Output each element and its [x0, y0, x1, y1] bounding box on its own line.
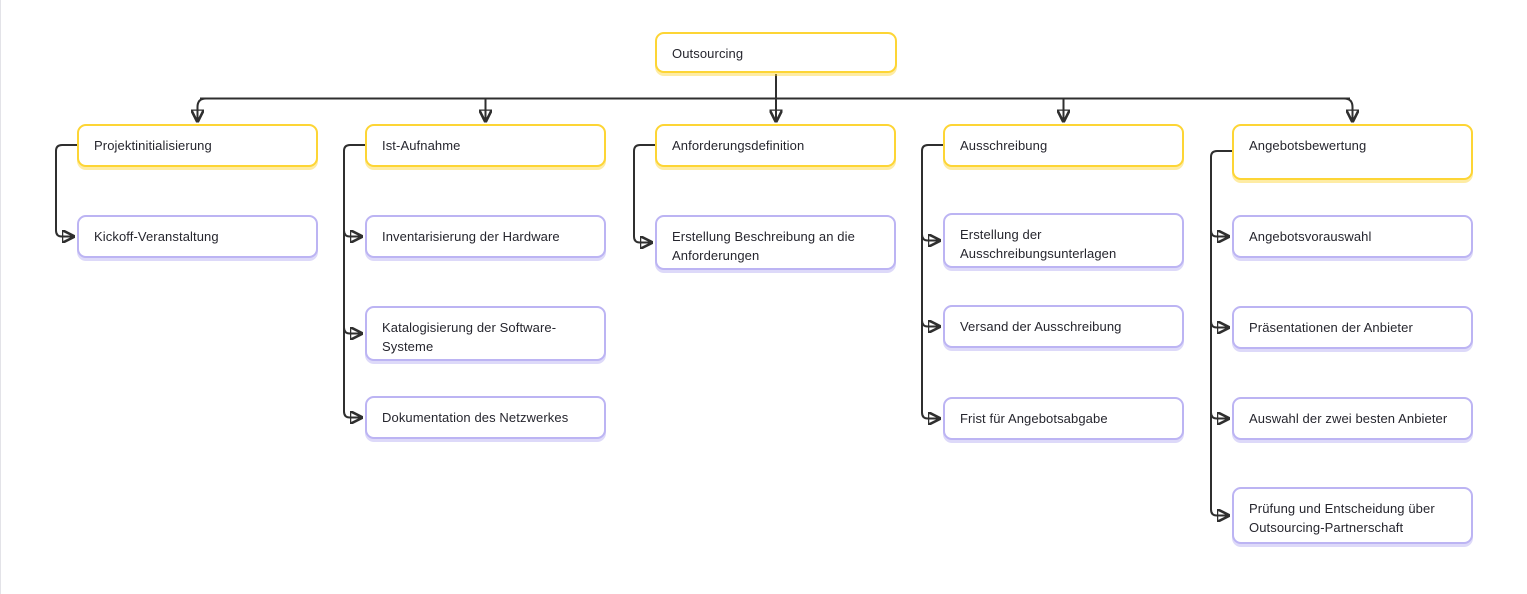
node-erstellung-ausschreibungsunterlagen[interactable]: Erstellung der Ausschreibungsunterlagen — [943, 213, 1184, 268]
column-1-connectors — [55, 144, 77, 237]
window-left-edge — [0, 0, 1, 594]
node-dokumentation-des-netzwerkes[interactable]: Dokumentation des Netzwerkes — [365, 396, 606, 439]
node-frist-fuer-angebotsabgabe[interactable]: Frist für Angebotsabgabe — [943, 397, 1184, 440]
node-versand-der-ausschreibung[interactable]: Versand der Ausschreibung — [943, 305, 1184, 348]
node-anforderungsdefinition[interactable]: Anforderungsdefinition — [655, 124, 896, 167]
node-outsourcing[interactable]: Outsourcing — [655, 32, 897, 73]
connector — [1210, 413, 1228, 419]
node-angebotsbewertung[interactable]: Angebotsbewertung — [1232, 124, 1473, 180]
column-5-connectors — [1210, 150, 1232, 516]
connector — [343, 328, 361, 334]
node-kickoff-veranstaltung[interactable]: Kickoff-Veranstaltung — [77, 215, 318, 258]
column-4-connectors — [921, 144, 943, 419]
node-ist-aufnahme[interactable]: Ist-Aufnahme — [365, 124, 606, 167]
connector — [55, 144, 77, 237]
connector — [633, 144, 655, 243]
connector — [343, 231, 361, 237]
connector — [921, 144, 943, 419]
node-auswahl-der-zwei-besten-anbieter[interactable]: Auswahl der zwei besten Anbieter — [1232, 397, 1473, 440]
arrow-down-icon — [198, 97, 207, 121]
node-praesentationen-der-anbieter[interactable]: Präsentationen der Anbieter — [1232, 306, 1473, 349]
root-to-parents-connector — [198, 74, 1353, 121]
node-erstellung-beschreibung[interactable]: Erstellung Beschreibung an die Anforderu… — [655, 215, 896, 270]
connector — [1210, 322, 1228, 328]
connector — [921, 321, 939, 327]
node-pruefung-und-entscheidung[interactable]: Prüfung und Entscheidung über Outsourcin… — [1232, 487, 1473, 544]
node-ausschreibung[interactable]: Ausschreibung — [943, 124, 1184, 167]
column-2-connectors — [343, 144, 365, 418]
arrow-down-icon — [1343, 97, 1353, 121]
node-projektinitialisierung[interactable]: Projektinitialisierung — [77, 124, 318, 167]
connector — [1210, 231, 1228, 237]
column-3-connectors — [633, 144, 655, 243]
node-katalogisierung-der-software-systeme[interactable]: Katalogisierung der Software-Systeme — [365, 306, 606, 361]
node-inventarisierung-der-hardware[interactable]: Inventarisierung der Hardware — [365, 215, 606, 258]
connector — [921, 235, 939, 241]
node-angebotsvorauswahl[interactable]: Angebotsvorauswahl — [1232, 215, 1473, 258]
connector — [343, 144, 365, 418]
connector — [1210, 150, 1232, 516]
